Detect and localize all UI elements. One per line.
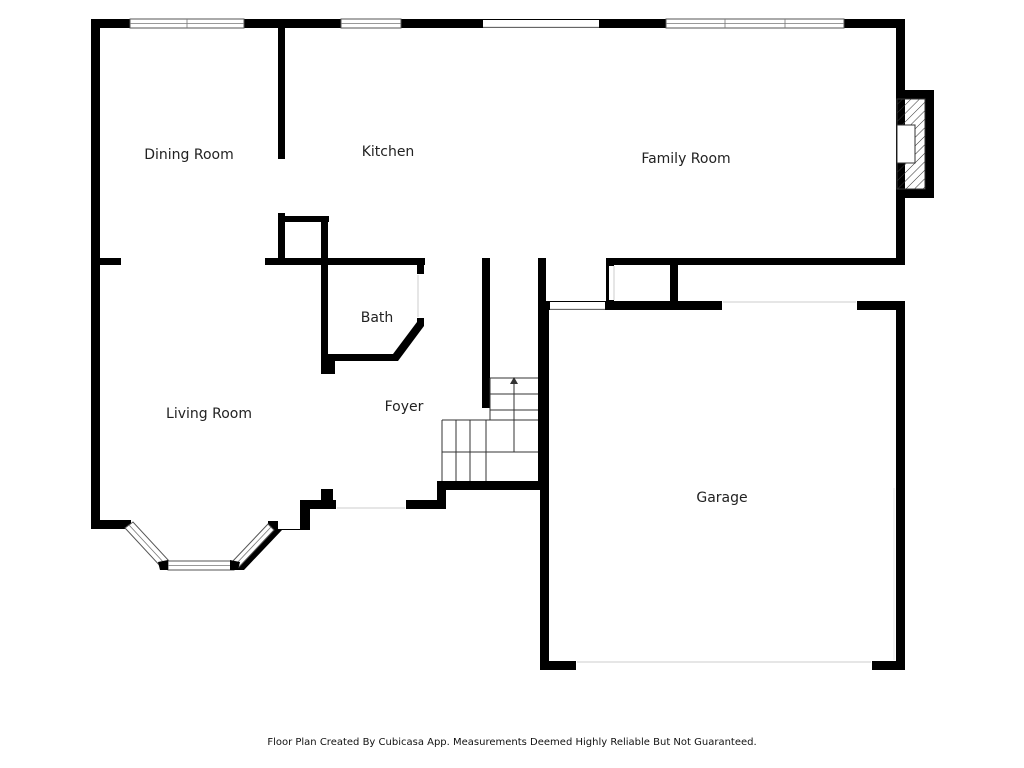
stairs-up-arrow-icon (441, 266, 538, 481)
label-foyer: Foyer (385, 399, 424, 415)
patio-opening (483, 20, 599, 27)
front-door (337, 501, 405, 508)
bath-right-top (417, 258, 424, 274)
label-garage: Garage (696, 490, 747, 506)
fireplace-bottom (896, 189, 934, 198)
garage-bottom-right (872, 661, 905, 670)
family-garage-wall (608, 258, 905, 265)
bay-window-center (167, 560, 235, 571)
bath-corner (321, 354, 335, 374)
stair-left-wall (482, 258, 490, 408)
garage-entry-door (550, 302, 605, 309)
foyer-step (437, 481, 446, 509)
openings (122, 20, 895, 663)
room-labels: Dining Room Kitchen Family Room Bath Liv… (144, 144, 747, 506)
dining-kitchen-wall-lower (278, 213, 285, 263)
label-dining-room: Dining Room (144, 147, 234, 163)
utility-divider (670, 258, 678, 310)
dining-living-opening (122, 259, 264, 264)
interior-walls (91, 19, 905, 490)
window-kitchen (340, 18, 402, 29)
bay-right-walls (230, 500, 336, 570)
garage-top-mid (606, 301, 722, 310)
footer-disclaimer: Floor Plan Created By Cubicasa App. Meas… (267, 737, 756, 748)
closet-top (285, 216, 329, 222)
label-family-room: Family Room (641, 151, 730, 167)
garage-bottom-left (540, 661, 576, 670)
dining-living-left (91, 258, 121, 265)
window-dining (129, 18, 245, 29)
left-wall (91, 19, 100, 529)
garage-top-right (857, 301, 905, 310)
foyer-stub (321, 489, 333, 503)
foyer-front-right (406, 500, 446, 509)
utility-door (609, 266, 614, 300)
garage-inner-opening (723, 302, 856, 309)
stair-cap (482, 258, 490, 266)
bay-left-stub (91, 520, 131, 529)
window-family (665, 18, 845, 29)
stair-right-wall (538, 258, 546, 490)
fireplace-side (925, 90, 934, 198)
bath-angled-wall (328, 318, 424, 361)
dining-kitchen-wall (278, 19, 285, 159)
bath-left-wall (321, 216, 328, 374)
dining-living-right (265, 258, 425, 265)
foyer-garage-wall (437, 481, 549, 490)
fireplace-top (896, 90, 934, 99)
bay-window-right (231, 523, 275, 569)
hall-right (538, 258, 546, 310)
bath-door (418, 275, 423, 317)
label-bath: Bath (361, 310, 394, 326)
fireplace-icon (896, 98, 926, 190)
garage-right-wall (896, 301, 905, 670)
windows (124, 18, 845, 571)
label-kitchen: Kitchen (362, 144, 415, 160)
kitchen-opening (279, 160, 284, 213)
label-living-room: Living Room (166, 406, 252, 422)
